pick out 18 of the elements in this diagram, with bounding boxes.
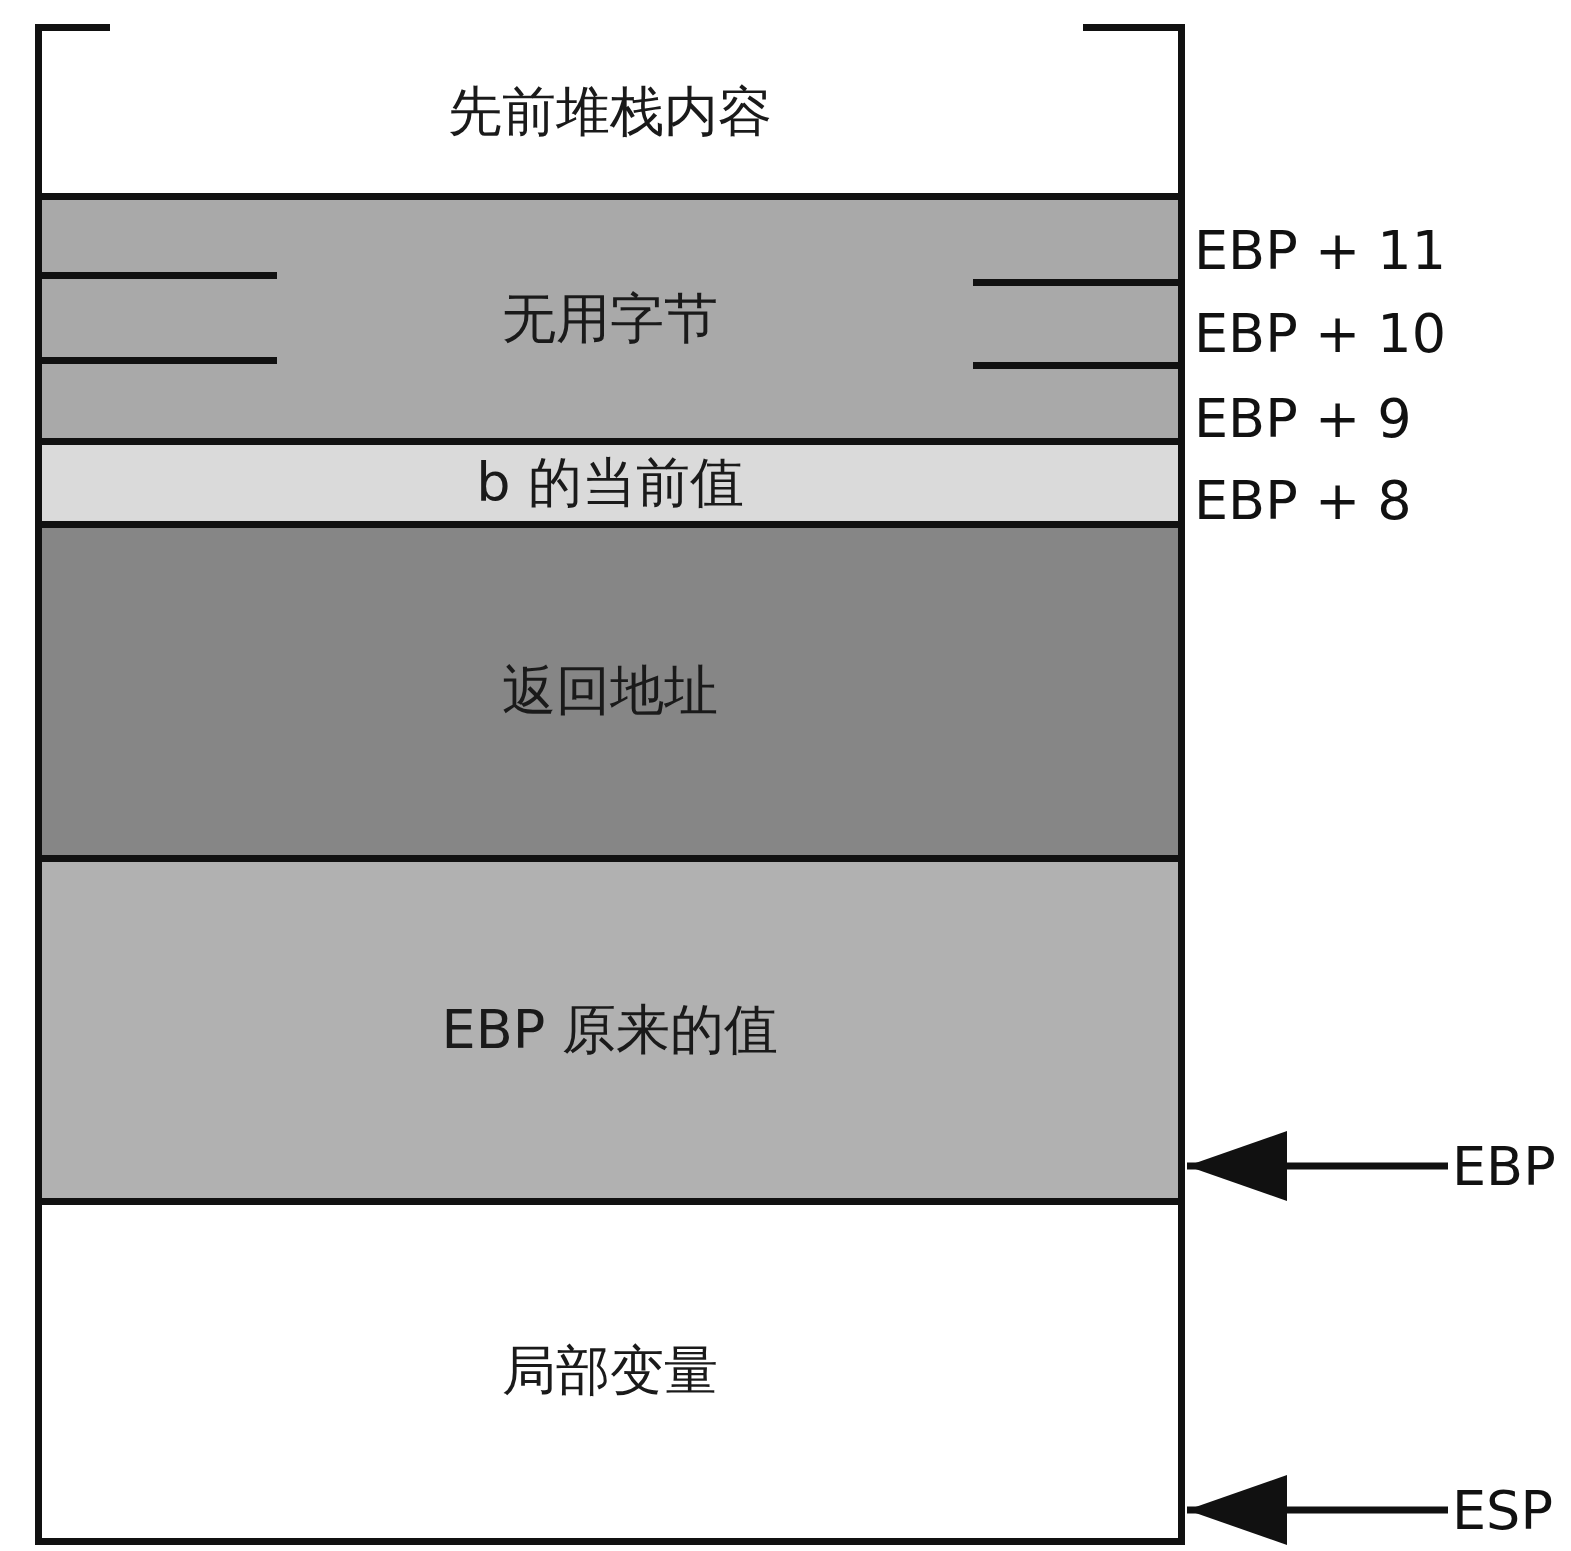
slot-label: EBP 原来的值	[441, 996, 779, 1063]
stack-frame-slot	[35, 528, 1185, 862]
offset-label: EBP + 9	[1194, 385, 1412, 452]
stack-frame-slot	[35, 445, 1185, 528]
stack-frame-slot	[35, 862, 1185, 1205]
slot-label: 返回地址	[502, 658, 718, 724]
stack-frame-slot	[35, 1205, 1185, 1545]
register-label: ESP	[1452, 1472, 1571, 1548]
slot-label: 无用字节	[502, 285, 718, 352]
offset-label: EBP + 8	[1194, 467, 1412, 534]
offset-label: EBP + 11	[1194, 217, 1447, 284]
offset-label: EBP + 10	[1194, 300, 1447, 367]
slot-label: b 的当前值	[476, 449, 744, 516]
slot-label: 局部变量	[502, 1338, 718, 1404]
slot-label: 先前堆栈内容	[448, 78, 772, 145]
register-label: EBP	[1452, 1128, 1571, 1204]
stack-frame-slot	[35, 200, 1185, 445]
stack-frame-slot	[35, 31, 1185, 200]
